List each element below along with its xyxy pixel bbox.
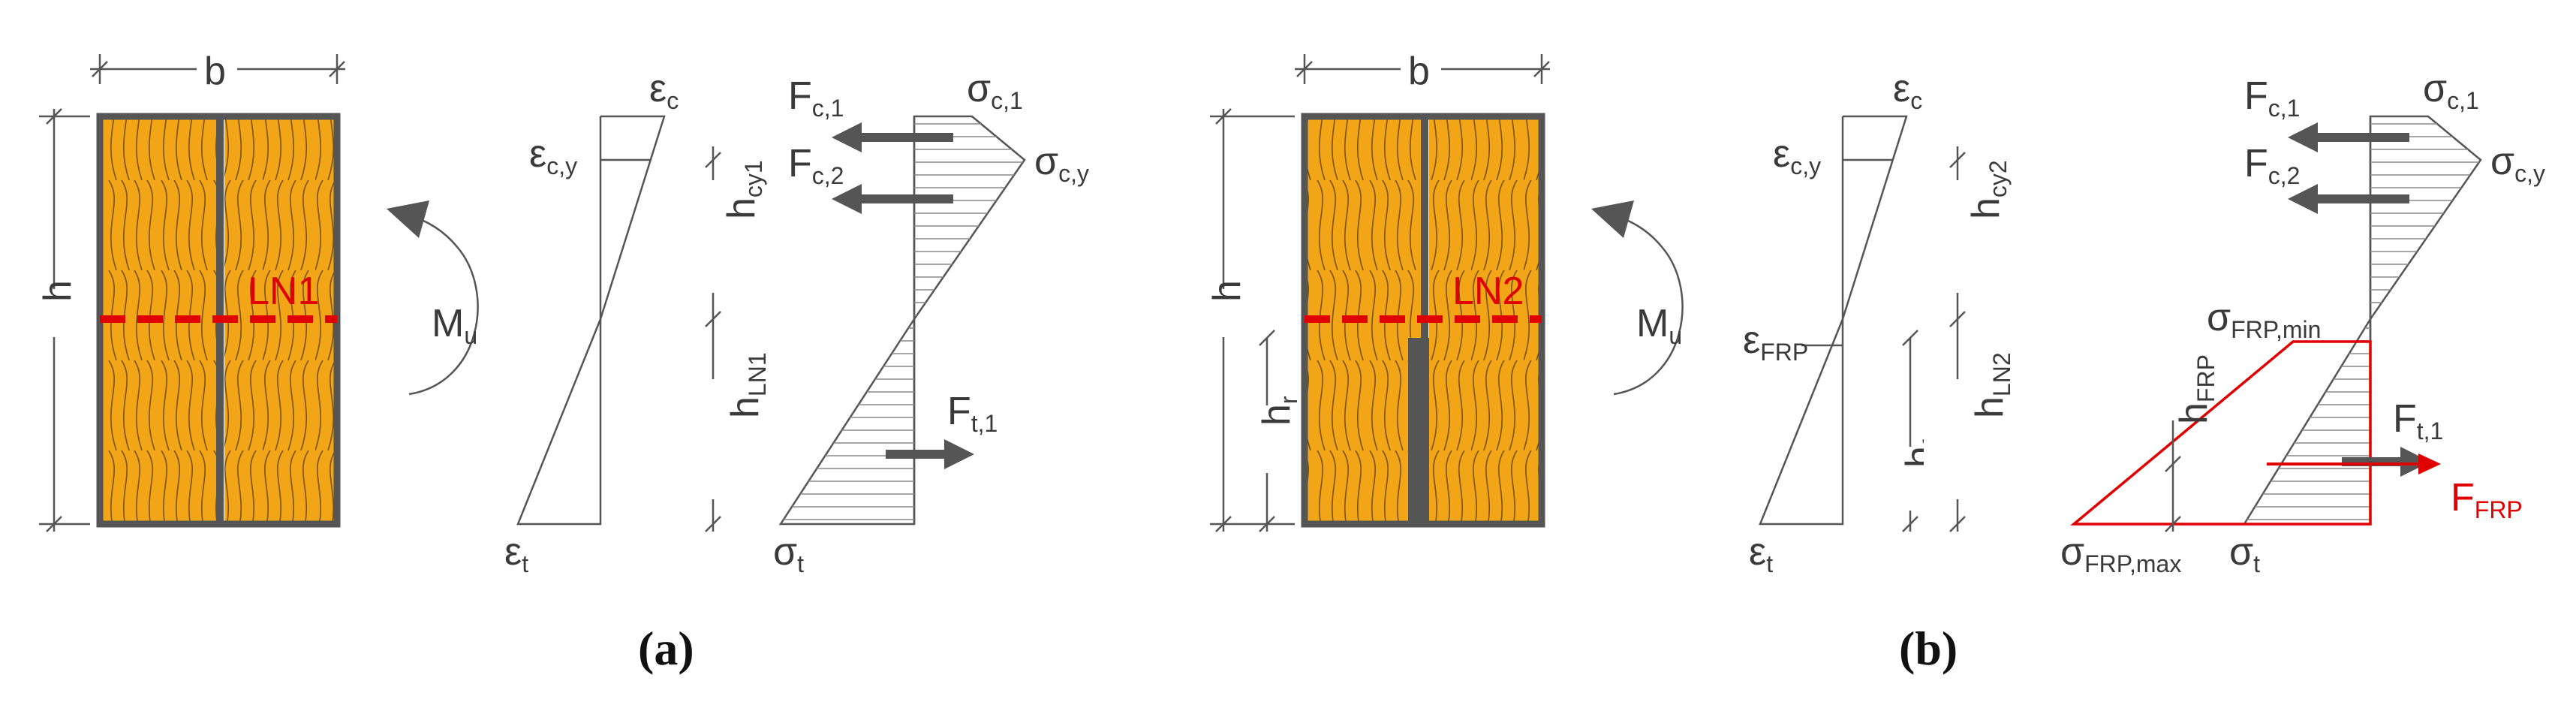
strain-top-label-a: εc xyxy=(649,67,679,114)
caption-a: (a) xyxy=(638,622,694,675)
dim-upper-label-a: hcy1 xyxy=(720,160,767,219)
dim-lower-label-b: hLN2 xyxy=(1968,352,2015,418)
height-label-a: h xyxy=(36,280,80,302)
force-arrows-a xyxy=(832,122,974,469)
force-t1-label-b: Ft,1 xyxy=(2393,397,2443,444)
strain-yield-label-b: εc,y xyxy=(1773,132,1821,179)
strain-top-label-b: εc xyxy=(1893,67,1922,114)
frp-stress-block-b xyxy=(2070,340,2372,526)
strain-yield-label-a: εc,y xyxy=(529,132,577,179)
dim-hfrp-label-b: hFRP xyxy=(2172,354,2219,424)
strain-diagram-b xyxy=(1759,115,1908,526)
stress-yield-label-a: σc,y xyxy=(1034,140,1089,187)
moment-label-b: Mu xyxy=(1636,302,1682,349)
force-c1-label-a: Fc,1 xyxy=(788,74,844,122)
force-c1-label-b: Fc,1 xyxy=(2244,74,2300,122)
strain-bottom-label-a: εt xyxy=(504,530,528,577)
force-frp-label-b: FFRP xyxy=(2451,476,2523,523)
panel-a: LN1 b h Mu εc εc,y xyxy=(30,45,1089,675)
frp-height-label-b: hr xyxy=(1255,396,1302,426)
width-label-a: b xyxy=(204,50,226,93)
neutral-axis-label-b: LN2 xyxy=(1452,270,1524,313)
stress-bottom-label-b: σt xyxy=(2229,530,2260,577)
strain-diagram-a xyxy=(516,115,666,526)
moment-arrow-a xyxy=(386,200,479,396)
strain-frp-label-b: εFRP xyxy=(1743,318,1808,366)
stress-top-label-b: σc,1 xyxy=(2423,67,2479,114)
force-c2-label-a: Fc,2 xyxy=(788,142,844,189)
strain-bottom-label-b: εt xyxy=(1749,530,1773,577)
stress-frp-max-label-b: σFRP,max xyxy=(2060,530,2181,577)
stress-frp-min-label-b: σFRP,min xyxy=(2207,296,2321,343)
panel-b: LN2 b h hr Mu xyxy=(1199,45,2545,675)
stress-diagram-b xyxy=(2070,115,2482,526)
stress-yield-label-b: σc,y xyxy=(2490,140,2545,187)
width-label-b: b xyxy=(1408,50,1430,93)
hfrp-dimension-b xyxy=(2165,420,2181,532)
moment-arrow-b xyxy=(1590,200,1684,396)
stress-bottom-label-a: σt xyxy=(773,530,804,577)
dim-upper-label-b: hcy2 xyxy=(1964,160,2012,219)
force-arrows-b xyxy=(2267,122,2441,477)
frp-strip-b xyxy=(1408,338,1429,524)
force-t1-label-a: Ft,1 xyxy=(947,390,998,437)
force-c2-label-b: Fc,2 xyxy=(2244,142,2300,189)
stress-top-label-a: σc,1 xyxy=(967,67,1023,114)
neutral-axis-label-a: LN1 xyxy=(248,270,319,313)
dim-lower-label-a: hLN1 xyxy=(724,352,771,418)
height-label-b: h xyxy=(1205,280,1249,302)
caption-b: (b) xyxy=(1899,622,1958,675)
moment-label-a: Mu xyxy=(432,302,477,349)
